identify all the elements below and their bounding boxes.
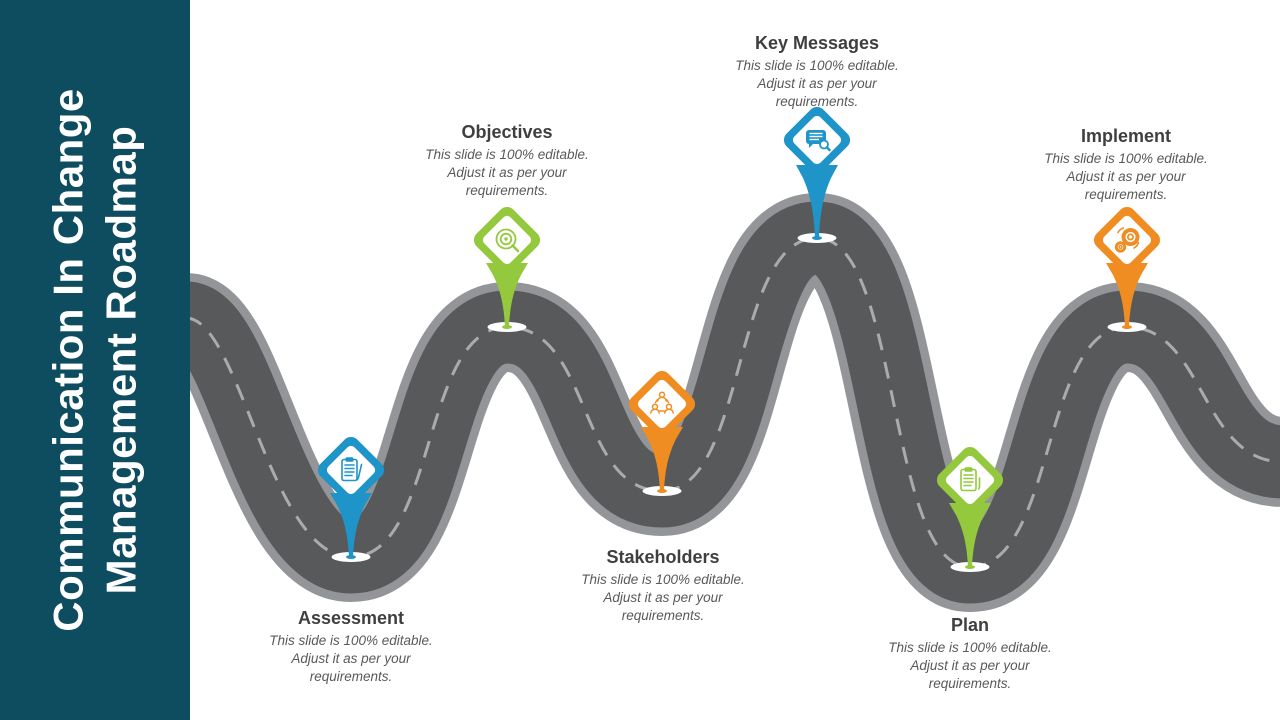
pin-tail (330, 493, 372, 557)
pin-tip (812, 236, 822, 240)
pin-diamond-inner (945, 455, 995, 505)
milestone-label-assessment: Assessment This slide is 100% editable. … (257, 608, 445, 685)
slide-title: Communication In Change Management Roadm… (42, 30, 149, 690)
pin-tip (657, 489, 667, 493)
pin-diamond-inner (1102, 215, 1152, 265)
milestone-title: Assessment (297, 608, 405, 628)
pin-assessment (317, 436, 385, 559)
milestone-label-objectives: Objectives This slide is 100% editable. … (413, 122, 601, 199)
message-search-icon (806, 130, 831, 152)
pin-tip (502, 325, 512, 329)
pin-tip (965, 565, 975, 569)
pin-tip (1122, 325, 1132, 329)
milestone-label-plan: Plan This slide is 100% editable. Adjust… (876, 615, 1064, 692)
target-icon (495, 228, 520, 253)
milestone-label-implement: Implement This slide is 100% editable. A… (1032, 126, 1220, 203)
milestone-desc: This slide is 100% editable. Adjust it a… (269, 633, 433, 684)
milestone-label-stakeholders: Stakeholders This slide is 100% editable… (569, 547, 757, 624)
milestone-desc: This slide is 100% editable. Adjust it a… (888, 640, 1052, 691)
milestone-title: Key Messages (754, 33, 880, 53)
clipboard-pencil-icon (341, 457, 363, 482)
pin-diamond-inner (326, 445, 376, 495)
clipboard-list-icon (960, 467, 981, 492)
pin-tail (1106, 263, 1148, 327)
milestone-title: Plan (950, 615, 989, 635)
pin-tip (346, 555, 356, 559)
milestone-desc: This slide is 100% editable. Adjust it a… (425, 147, 589, 198)
pin-diamond-inner (637, 379, 687, 429)
pin-tail (641, 427, 683, 491)
slide-title-line1: Communication In Change (44, 88, 92, 632)
pin-implement (1093, 206, 1161, 329)
pin-plan (936, 446, 1004, 569)
milestone-desc: This slide is 100% editable. Adjust it a… (1044, 151, 1208, 202)
milestone-label-key-messages: Key Messages This slide is 100% editable… (723, 33, 911, 110)
milestone-desc: This slide is 100% editable. Adjust it a… (735, 58, 899, 109)
title-sidebar: Communication In Change Management Roadm… (0, 0, 190, 720)
slide-title-line2: Management Roadmap (98, 125, 145, 595)
pin-tail (796, 165, 838, 238)
milestone-title: Objectives (461, 122, 553, 142)
road-center-dashes (185, 236, 1280, 569)
gears-icon (1114, 227, 1140, 253)
pin-objectives (473, 206, 541, 329)
milestone-title: Stakeholders (606, 547, 720, 567)
pin-key-messages (783, 106, 851, 240)
pin-tail (949, 503, 991, 567)
pin-tail (486, 263, 528, 327)
team-network-icon (650, 391, 674, 414)
milestone-desc: This slide is 100% editable. Adjust it a… (581, 572, 745, 623)
pin-stakeholders (628, 370, 696, 493)
milestone-title: Implement (1080, 126, 1172, 146)
